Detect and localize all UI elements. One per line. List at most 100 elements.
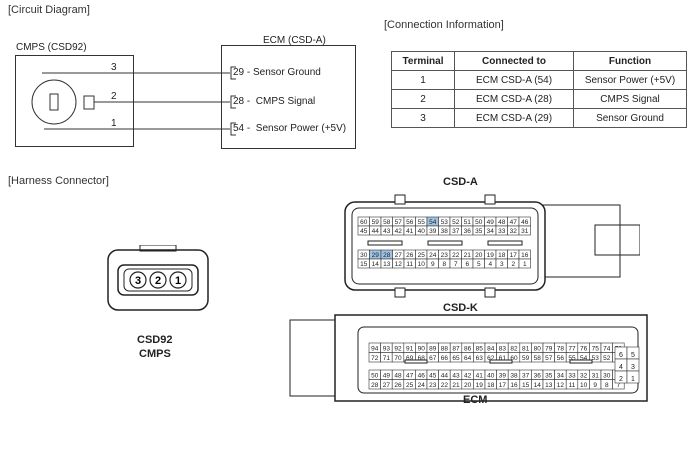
csd-k-label: CSD-K: [443, 302, 478, 314]
pin-number: 10: [418, 261, 426, 268]
pin-number: 76: [580, 345, 588, 352]
pin-number: 87: [452, 345, 460, 352]
table-row: 3 ECM CSD-A (29) Sensor Ground: [391, 108, 687, 128]
pin-number: 66: [441, 355, 449, 362]
pin-number: 21: [452, 382, 460, 389]
pin-number: 5: [477, 261, 481, 268]
csd-a-body: [344, 201, 546, 291]
pin-number: 33: [568, 372, 576, 379]
pin-number: 32: [580, 372, 588, 379]
pin-number: 92: [394, 345, 402, 352]
pin-number: 40: [487, 372, 495, 379]
csd92-face: [117, 264, 199, 296]
pin-number: 55: [418, 219, 426, 226]
pin-number: 80: [534, 345, 542, 352]
pin-number: 49: [487, 219, 495, 226]
table-cell: ECM CSD-A (54): [454, 70, 574, 90]
pin-number: 20: [464, 382, 472, 389]
pin-number: 25: [418, 252, 426, 259]
pin-number: 50: [371, 372, 379, 379]
pin-number: 35: [475, 228, 483, 235]
sensor-element: [49, 93, 59, 111]
pin-number: 74: [603, 345, 611, 352]
pin-number: 11: [406, 261, 413, 268]
pin-number: 4: [619, 364, 623, 371]
csd92-connector: 3 2 1: [107, 245, 209, 311]
pin-number: 4: [488, 261, 492, 268]
table-cell: 2: [391, 89, 455, 109]
pin-number: 83: [499, 345, 507, 352]
pin-number: 81: [522, 345, 530, 352]
pin-number: 41: [406, 228, 414, 235]
pin-number: 46: [521, 219, 529, 226]
pin-number: 14: [534, 382, 542, 389]
pin-number: 39: [499, 372, 507, 379]
table-header-row: Terminal Connected to Function: [391, 51, 687, 71]
pin-number: 26: [394, 382, 402, 389]
pin-number: 69: [406, 355, 414, 362]
pin-number: 16: [521, 252, 529, 259]
pin-number: 33: [498, 228, 506, 235]
ecm-key-slot: [404, 359, 428, 364]
pin-number: 25: [406, 382, 414, 389]
table-cell: Sensor Ground: [573, 108, 687, 128]
pin-number: 44: [372, 228, 380, 235]
csd92-latch: [139, 245, 177, 252]
sensor-coil: [83, 95, 95, 110]
csd-a-label: CSD-A: [443, 176, 478, 188]
table-cell: 1: [391, 70, 455, 90]
pin-number: 52: [603, 355, 611, 362]
pin-number: 68: [418, 355, 426, 362]
pin-number: 19: [476, 382, 484, 389]
pin-number: 60: [360, 219, 368, 226]
column-header: Connected to: [454, 51, 574, 71]
pin-number: 17: [510, 252, 518, 259]
csd92-pin-label: 3: [135, 275, 141, 287]
pin-number: 79: [545, 345, 553, 352]
pin-number: 70: [394, 355, 402, 362]
pin-number: 27: [395, 252, 403, 259]
pin-number: 22: [452, 252, 460, 259]
csd-a-latch: [484, 194, 496, 205]
csd-a-key-slot: [487, 240, 523, 246]
pin-number: 24: [429, 252, 437, 259]
pin-number: 34: [557, 372, 565, 379]
pin-number: 28: [371, 382, 379, 389]
pin-number: 6: [465, 261, 469, 268]
pin-number: 8: [605, 382, 609, 389]
pin-number: 6: [619, 352, 623, 359]
pin-number: 43: [383, 228, 391, 235]
pin-number: 19: [487, 252, 495, 259]
pin-number: 77: [568, 345, 576, 352]
pin-number: 63: [476, 355, 484, 362]
circuit-diagram-title: [Circuit Diagram]: [8, 4, 90, 16]
pin-number: 54: [580, 355, 588, 362]
csd-a-extension: [539, 204, 621, 278]
pin-number: 37: [452, 228, 460, 235]
pin-number: 94: [371, 345, 379, 352]
pin-number: 59: [522, 355, 530, 362]
pin-number: 44: [441, 372, 449, 379]
pin-number: 7: [617, 382, 621, 389]
pin-number: 47: [510, 219, 518, 226]
pin-number: 54: [429, 219, 437, 226]
csd92-name: CSD92: [137, 334, 173, 346]
pin-number: 35: [545, 372, 553, 379]
table-cell: Sensor Power (+5V): [573, 70, 687, 90]
cmps-pin-2: 2: [111, 91, 117, 102]
ecm-connector-label: ECM: [463, 394, 488, 406]
pin-number: 51: [464, 219, 472, 226]
pin-number: 14: [372, 261, 380, 268]
pin-number: 48: [498, 219, 506, 226]
pin-number: 24: [418, 382, 426, 389]
pin-number: 52: [452, 219, 460, 226]
table-cell: ECM CSD-A (29): [454, 108, 574, 128]
csd92-sub: CMPS: [139, 348, 171, 360]
cmps-label: CMPS (CSD92): [16, 42, 87, 53]
pin-number: 18: [498, 252, 506, 259]
pin-number: 2: [619, 376, 623, 383]
pin-number: 27: [383, 382, 391, 389]
csd-a-key-slot: [367, 240, 403, 246]
